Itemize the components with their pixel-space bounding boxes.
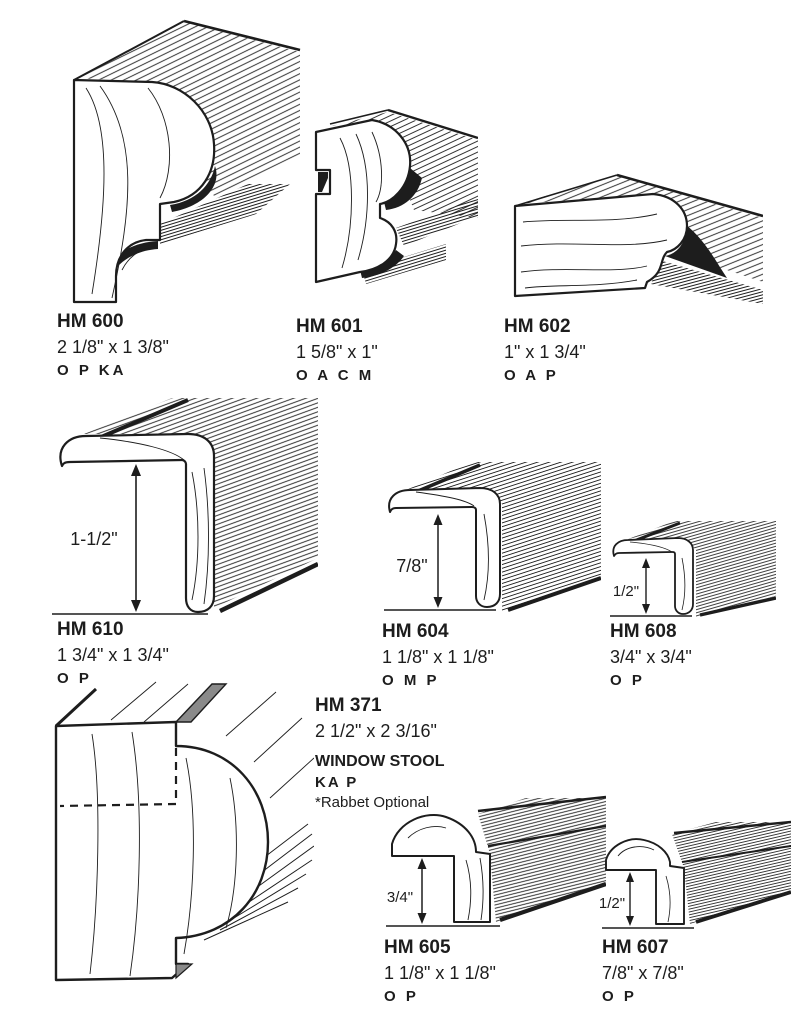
hm602-codes: O A P (504, 367, 559, 385)
hm600-codes: O P KA (57, 362, 127, 380)
hm608-size: 3/4" x 3/4" (610, 646, 692, 667)
hm608-label: HM 608 3/4" x 3/4" O P (610, 620, 692, 691)
hm601-size: 1 5/8" x 1" (296, 341, 378, 362)
hm610-label: HM 610 1 3/4" x 1 3/4" O P (57, 618, 169, 689)
hm607-model: HM 607 (602, 937, 669, 958)
hm607-label: HM 607 7/8" x 7/8" O P (602, 936, 684, 1007)
hm601-model: HM 601 (296, 316, 363, 337)
hm608-dimension-arrow: 1/2" (613, 558, 650, 614)
hm371-product-name: WINDOW STOOL (315, 753, 445, 771)
hm604-size: 1 1/8" x 1 1/8" (382, 646, 494, 667)
hm607-molding-diagram: 1/2" (596, 820, 791, 932)
hm605-dimension-label: 3/4" (387, 889, 413, 906)
hm605-codes: O P (384, 988, 419, 1006)
hm604-codes: O M P (382, 672, 440, 690)
hm608-molding-diagram: 1/2" (604, 516, 776, 618)
hm604-label: HM 604 1 1/8" x 1 1/8" O M P (382, 620, 494, 691)
hm610-model: HM 610 (57, 619, 124, 640)
hm602-molding-diagram (495, 160, 763, 308)
hm607-dimension-arrow: 1/2" (599, 872, 634, 926)
hm601-molding-diagram (292, 98, 478, 304)
hm610-molding-diagram: 1-1/2" (40, 390, 318, 622)
hm604-dimension-label: 7/8" (396, 556, 427, 576)
hm601-codes: O A C M (296, 367, 375, 385)
hm610-dimension-label: 1-1/2" (70, 529, 117, 549)
hm605-dimension-arrow: 3/4" (387, 858, 427, 924)
hm371-codes: KA P (315, 774, 359, 792)
hm608-model: HM 608 (610, 621, 677, 642)
hm610-dimension-arrow: 1-1/2" (70, 464, 141, 612)
hm607-codes: O P (602, 988, 637, 1006)
hm602-model: HM 602 (504, 316, 571, 337)
hm610-codes: O P (57, 670, 92, 688)
hm605-model: HM 605 (384, 937, 451, 958)
hm608-codes: O P (610, 672, 645, 690)
hm608-dimension-label: 1/2" (613, 583, 639, 600)
hm607-size: 7/8" x 7/8" (602, 962, 684, 983)
hm371-window-stool-diagram (36, 676, 314, 1014)
hm600-model: HM 600 (57, 311, 124, 332)
hm600-molding-diagram (52, 8, 302, 310)
hm605-size: 1 1/8" x 1 1/8" (384, 962, 496, 983)
hm601-label: HM 601 1 5/8" x 1" O A C M (296, 315, 378, 386)
hm610-size: 1 3/4" x 1 3/4" (57, 644, 169, 665)
hm371-note: *Rabbet Optional (315, 794, 430, 811)
hm371-model: HM 371 (315, 695, 382, 716)
hm605-label: HM 605 1 1/8" x 1 1/8" O P (384, 936, 496, 1007)
hm371-size: 2 1/2" x 2 3/16" (315, 720, 437, 741)
hm602-size: 1" x 1 3/4" (504, 341, 586, 362)
hm371-rabbet-dashed-line (59, 748, 178, 808)
hm607-dimension-label: 1/2" (599, 895, 625, 912)
hm600-size: 2 1/8" x 1 3/8" (57, 336, 169, 357)
hm600-label: HM 600 2 1/8" x 1 3/8" O P KA (57, 310, 169, 381)
hm604-molding-diagram: 7/8" (376, 456, 601, 614)
hm602-label: HM 602 1" x 1 3/4" O A P (504, 315, 586, 386)
hm605-molding-diagram: 3/4" (378, 794, 606, 936)
hm604-model: HM 604 (382, 621, 449, 642)
hm604-dimension-arrow: 7/8" (396, 514, 443, 608)
hm371-label: HM 371 2 1/2" x 2 3/16" WINDOW STOOL KA … (315, 694, 444, 813)
